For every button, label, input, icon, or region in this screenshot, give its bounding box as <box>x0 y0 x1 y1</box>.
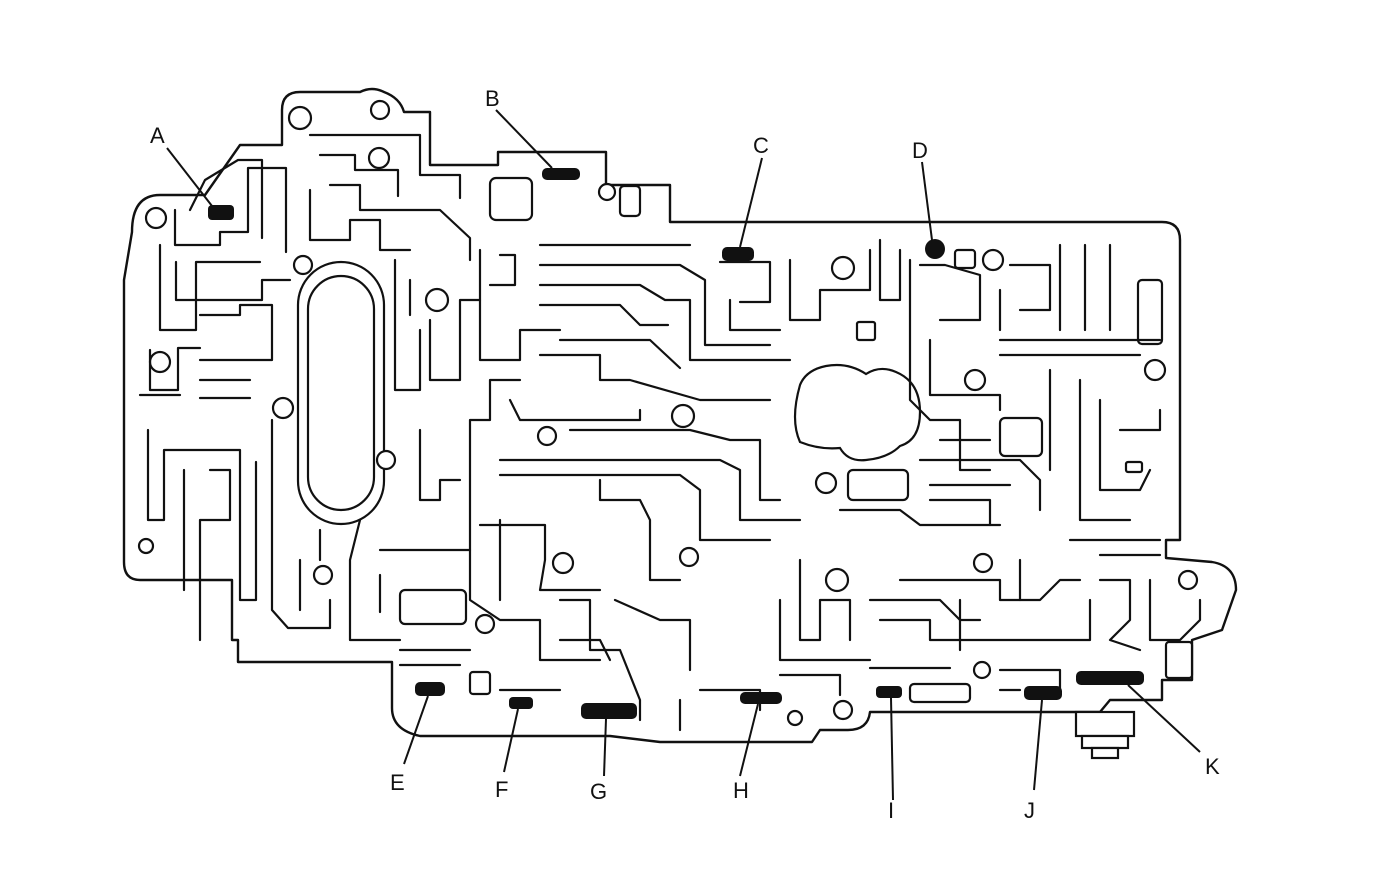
callout-k: K <box>1205 754 1220 779</box>
marker-k <box>1076 671 1144 685</box>
leader-i <box>890 697 894 801</box>
callout-c: C <box>753 133 769 158</box>
leader-f <box>503 708 519 773</box>
leader-h <box>739 703 759 777</box>
marker-b <box>542 168 580 180</box>
callout-i: I <box>888 798 894 823</box>
marker-c <box>722 247 754 261</box>
callout-j: J <box>1024 798 1035 823</box>
marker-g <box>581 703 637 719</box>
bottom-fitting <box>1074 710 1136 760</box>
marker-j <box>1024 686 1062 700</box>
callout-d: D <box>912 138 928 163</box>
callout-f: F <box>495 777 508 802</box>
leader-a <box>166 147 213 207</box>
marker-i <box>876 686 902 698</box>
callout-h: H <box>733 778 749 803</box>
marker-d <box>925 239 945 259</box>
marker-e <box>415 682 445 696</box>
leader-d <box>921 161 933 241</box>
leader-c <box>739 157 763 248</box>
leader-b <box>495 109 553 169</box>
marker-h <box>740 692 782 704</box>
leader-j <box>1033 699 1043 791</box>
callout-b: B <box>485 86 500 111</box>
plate-pockets <box>398 176 1194 704</box>
left-oval-inner <box>306 274 376 512</box>
callout-a: A <box>150 123 165 148</box>
callout-labels: A B C D E F G H I J K <box>150 86 1220 823</box>
leader-k <box>1127 684 1201 753</box>
plate-holes <box>137 99 1199 727</box>
callout-e: E <box>390 770 405 795</box>
leader-e <box>403 695 429 765</box>
check-ball-markers <box>208 168 1144 719</box>
plate-outline <box>122 87 1238 744</box>
fluid-passages <box>138 133 1202 732</box>
central-cavity <box>793 363 922 462</box>
leader-g <box>603 718 607 777</box>
leader-lines <box>166 109 1201 801</box>
marker-a <box>208 205 234 220</box>
marker-f <box>509 697 533 709</box>
callout-g: G <box>590 779 607 804</box>
